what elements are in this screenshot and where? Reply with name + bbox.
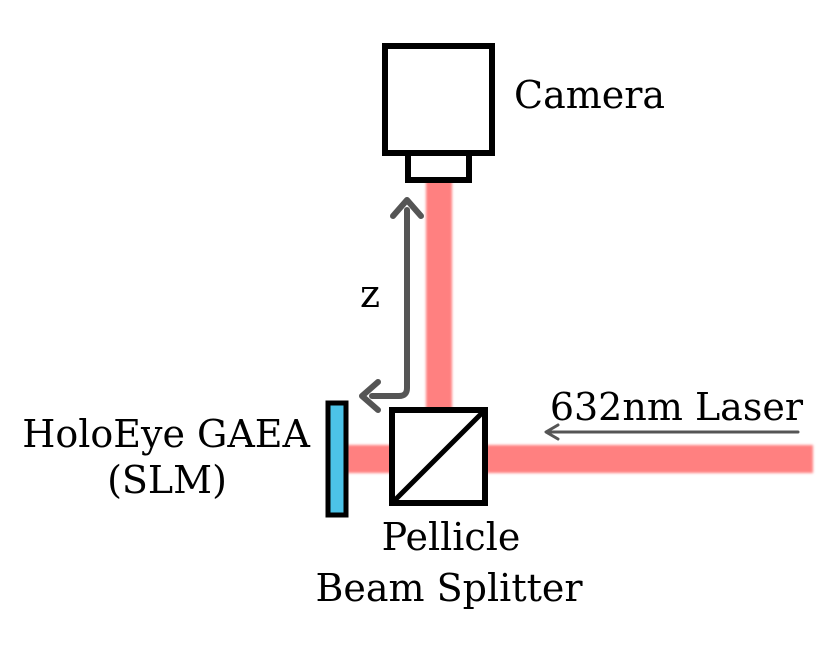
laser-input-arrow (544, 423, 800, 441)
distance-label: z (360, 272, 380, 316)
camera-label: Camera (514, 73, 665, 117)
camera-lens (405, 150, 472, 183)
beam-splitter (389, 407, 488, 506)
distance-arrow-head-up (390, 197, 424, 219)
slm-label-line2: (SLM) (107, 458, 227, 502)
camera (382, 43, 495, 183)
slm-label-line1: HoloEye GAEA (22, 412, 310, 456)
laser-label: 632nm Laser (550, 385, 804, 429)
distance-arrow-head-left (359, 379, 381, 413)
splitter-label-line1: Pellicle (382, 515, 521, 559)
distance-arrow (359, 197, 424, 413)
beam-splitter-diagonal (390, 408, 487, 505)
splitter-label-line2: Beam Splitter (315, 566, 583, 610)
distance-arrow-shaft (369, 207, 410, 399)
slm-panel (325, 400, 349, 518)
camera-body (382, 43, 495, 156)
laser-arrow-head (544, 423, 560, 441)
